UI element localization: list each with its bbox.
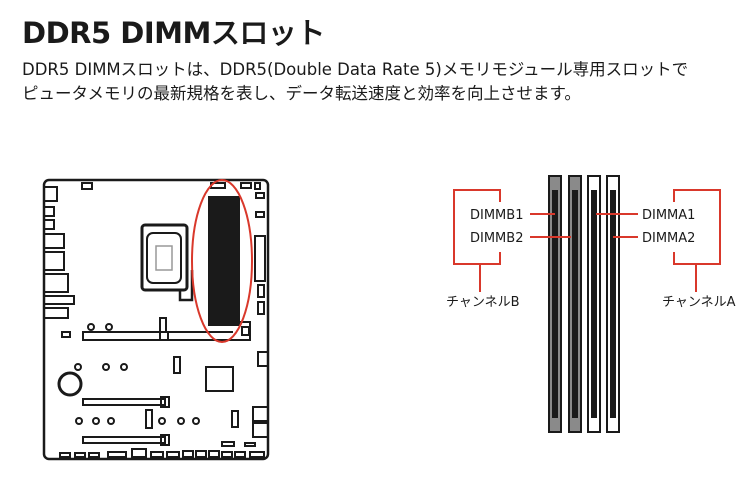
motherboard-diagram xyxy=(42,178,270,461)
dimm-highlight-ellipse xyxy=(191,179,253,343)
slot-b1 xyxy=(548,175,562,433)
label-dimma1: DIMMA1 xyxy=(642,208,695,223)
slot-a1 xyxy=(587,175,601,433)
description-line-1: DDR5 DIMMスロットは、DDR5(Double Data Rate 5)メ… xyxy=(22,60,689,79)
description: DDR5 DIMMスロットは、DDR5(Double Data Rate 5)メ… xyxy=(22,58,688,106)
dimm-slot-diagram xyxy=(548,175,620,433)
page-title: DDR5 DIMMスロット xyxy=(22,16,325,50)
label-channel-b: チャンネルB xyxy=(446,295,520,310)
description-line-2: ピュータメモリの最新規格を表し、データ転送速度と効率を向上させます。 xyxy=(22,84,581,103)
label-dimma2: DIMMA2 xyxy=(642,231,695,246)
channel-brackets xyxy=(453,189,721,292)
label-channel-a: チャンネルA xyxy=(662,295,736,310)
label-dimmb2: DIMMB2 xyxy=(470,231,523,246)
slot-b2 xyxy=(568,175,582,433)
slot-a2 xyxy=(606,175,620,433)
label-dimmb1: DIMMB1 xyxy=(470,208,523,223)
